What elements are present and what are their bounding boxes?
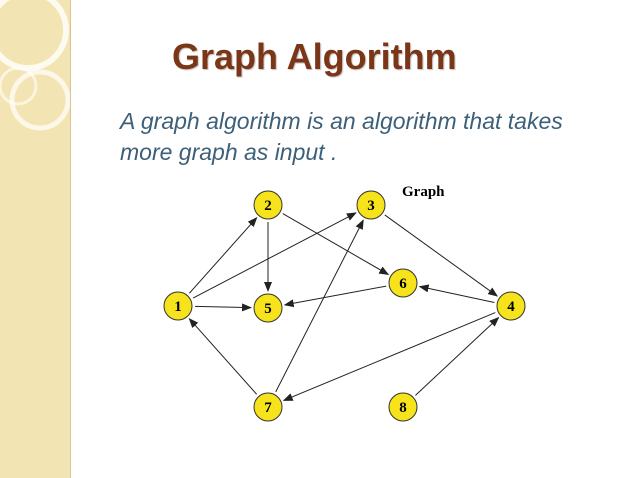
node-circle — [253, 392, 283, 422]
node-circle — [356, 190, 386, 220]
slide-title: Graph Algorithm — [172, 36, 457, 77]
edge-1-to-2 — [188, 216, 258, 294]
node-circle — [388, 268, 418, 298]
node-7: 7 — [253, 392, 283, 422]
node-label: 4 — [507, 299, 515, 315]
node-3: 3 — [356, 190, 386, 220]
slide-subtitle: A graph algorithm is an algorithm that t… — [120, 108, 563, 165]
edge-1-to-3 — [192, 212, 357, 299]
nodes-layer: 1 2 3 4 5 6 7 8 — [163, 190, 526, 422]
edge-4-to-6 — [418, 284, 495, 303]
edges-layer — [188, 212, 500, 401]
graph-label: Graph — [402, 184, 445, 200]
edge-1-to-5 — [194, 303, 253, 312]
node-label: 5 — [264, 301, 272, 317]
edge-3-to-4 — [384, 214, 499, 297]
node-circle — [253, 293, 283, 323]
node-label: 7 — [264, 400, 272, 416]
sidebar-circles — [0, 0, 70, 131]
edge-7-to-1 — [188, 317, 258, 395]
node-6: 6 — [388, 268, 418, 298]
node-circle — [388, 392, 418, 422]
node-circle — [496, 291, 526, 321]
node-label: 3 — [367, 198, 375, 214]
node-2: 2 — [253, 190, 283, 220]
node-label: 2 — [264, 198, 272, 214]
node-label: 1 — [174, 299, 182, 315]
sidebar-divider — [70, 0, 71, 478]
node-circle — [163, 291, 193, 321]
node-8: 8 — [388, 392, 418, 422]
node-5: 5 — [253, 293, 283, 323]
edge-4-to-7 — [282, 312, 496, 401]
node-label: 8 — [399, 400, 407, 416]
edge-2-to-6 — [282, 213, 390, 275]
decorative-sidebar — [0, 0, 70, 478]
node-4: 4 — [496, 291, 526, 321]
edge-6-to-5 — [283, 285, 387, 308]
node-circle — [253, 190, 283, 220]
edge-8-to-4 — [415, 316, 500, 396]
node-label: 6 — [399, 276, 407, 292]
node-1: 1 — [163, 291, 193, 321]
edge-7-to-3 — [275, 219, 364, 393]
